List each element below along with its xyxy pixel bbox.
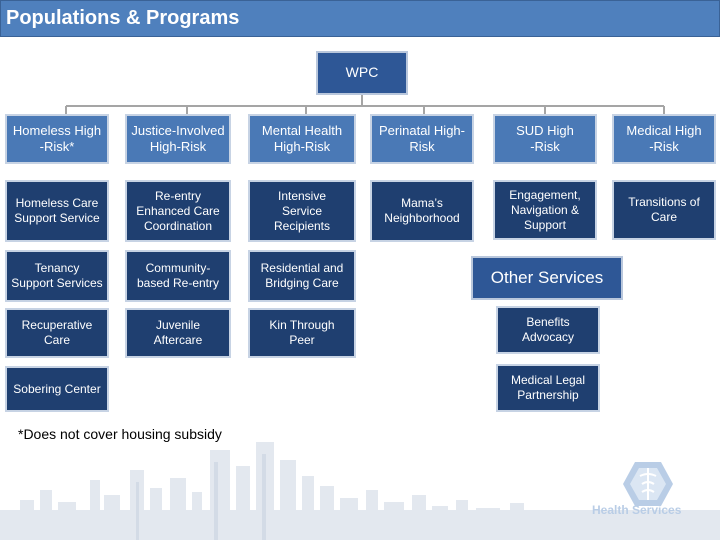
program-transitions-of-care[interactable]: Transitions of Care — [612, 180, 716, 240]
population-label: Perinatal High- Risk — [379, 122, 465, 154]
program-label: Engagement, Navigation & Support — [509, 187, 581, 232]
service-medical-legal-partnership[interactable]: Medical Legal Partnership — [496, 364, 600, 412]
population-homeless[interactable]: Homeless High -Risk* — [5, 114, 109, 164]
other-services-box[interactable]: Other Services — [471, 256, 623, 300]
program-label: Tenancy Support Services — [11, 261, 103, 290]
program-engagement-navigation[interactable]: Engagement, Navigation & Support — [493, 180, 597, 240]
other-services-label: Other Services — [490, 268, 604, 288]
program-reentry-enhanced-care[interactable]: Re-entry Enhanced Care Coordination — [125, 180, 231, 242]
population-perinatal[interactable]: Perinatal High- Risk — [370, 114, 474, 164]
program-residential-bridging[interactable]: Residential and Bridging Care — [248, 250, 356, 302]
population-label: Mental Health High-Risk — [261, 122, 343, 154]
population-medical[interactable]: Medical High -Risk — [612, 114, 716, 164]
program-recuperative-care[interactable]: Recuperative Care — [5, 308, 109, 358]
program-label: Sobering Center — [13, 381, 101, 396]
program-label: Kin Through Peer — [269, 318, 335, 347]
skyline-graphic — [0, 442, 720, 540]
caduceus-logo-icon — [623, 462, 673, 506]
wpc-root-box[interactable]: WPC — [316, 51, 408, 95]
service-label: Medical Legal Partnership — [510, 373, 586, 402]
page-title: Populations & Programs — [6, 7, 240, 29]
program-label: Homeless Care Support Service — [14, 196, 100, 225]
population-label: SUD High -Risk — [516, 122, 574, 154]
program-label: Intensive Service Recipients — [273, 188, 331, 233]
population-sud[interactable]: SUD High -Risk — [493, 114, 597, 164]
program-intensive-service[interactable]: Intensive Service Recipients — [248, 180, 356, 242]
program-homeless-care-support[interactable]: Homeless Care Support Service — [5, 180, 109, 242]
program-label: Community- based Re-entry — [136, 261, 220, 290]
wpc-label: WPC — [345, 64, 379, 81]
program-sobering-center[interactable]: Sobering Center — [5, 366, 109, 412]
program-label: Transitions of Care — [628, 195, 700, 224]
program-community-reentry[interactable]: Community- based Re-entry — [125, 250, 231, 302]
service-benefits-advocacy[interactable]: Benefits Advocacy — [496, 306, 600, 354]
service-label: Benefits Advocacy — [521, 315, 575, 344]
population-label: Homeless High -Risk* — [12, 122, 102, 154]
title-bar: Populations & Programs — [0, 0, 720, 37]
program-mamas-neighborhood[interactable]: Mama’s Neighborhood — [370, 180, 474, 242]
program-juvenile-aftercare[interactable]: Juvenile Aftercare — [125, 308, 231, 358]
population-label: Medical High -Risk — [626, 122, 702, 154]
program-label: Re-entry Enhanced Care Coordination — [136, 188, 220, 233]
program-label: Juvenile Aftercare — [153, 318, 203, 347]
population-label: Justice-Involved High-Risk — [131, 122, 225, 154]
population-mental-health[interactable]: Mental Health High-Risk — [248, 114, 356, 164]
program-kin-through-peer[interactable]: Kin Through Peer — [248, 308, 356, 358]
program-tenancy-support[interactable]: Tenancy Support Services — [5, 250, 109, 302]
program-label: Recuperative Care — [21, 318, 93, 347]
program-label: Mama’s Neighborhood — [384, 196, 460, 225]
program-label: Residential and Bridging Care — [260, 261, 344, 290]
logo-text: Health Services — [592, 503, 682, 517]
population-justice-involved[interactable]: Justice-Involved High-Risk — [125, 114, 231, 164]
footnote: *Does not cover housing subsidy — [18, 426, 222, 442]
